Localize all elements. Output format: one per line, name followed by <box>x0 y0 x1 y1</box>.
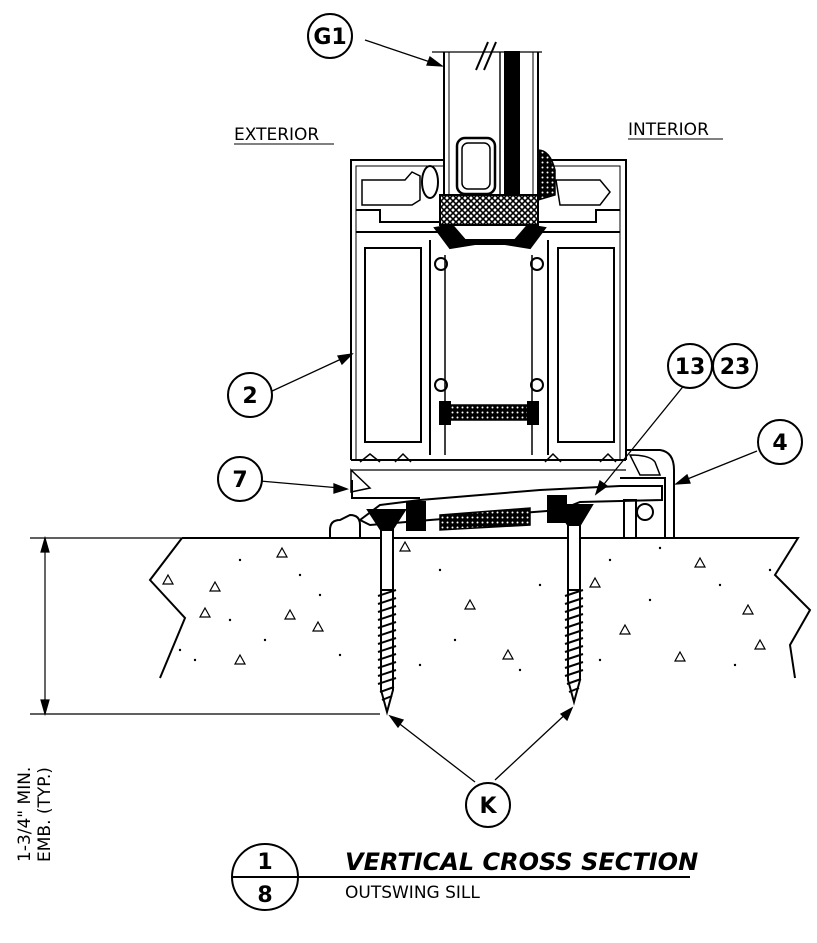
detail-title-block: 1 8 VERTICAL CROSS SECTION OUTSWING SILL <box>231 843 698 911</box>
exterior-label: EXTERIOR <box>234 125 319 145</box>
tag-4: 4 <box>757 419 803 465</box>
embedment-dimension <box>30 535 380 717</box>
interior-label: INTERIOR <box>628 120 709 140</box>
tag-k: K <box>465 782 511 828</box>
svg-text:13: 13 <box>675 355 706 380</box>
concrete-substrate <box>148 537 812 679</box>
svg-text:K: K <box>479 794 497 819</box>
detail-subtitle: OUTSWING SILL <box>345 883 480 903</box>
svg-text:2: 2 <box>242 384 257 409</box>
tag-23: 23 <box>712 343 758 389</box>
sheet-number: 8 <box>257 883 272 908</box>
embedment-note: 1-3/4" MIN. EMB. (TYP.) <box>15 767 55 862</box>
tag-13: 13 <box>667 343 713 389</box>
tag-g1: G1 <box>307 13 353 59</box>
svg-text:23: 23 <box>720 355 751 380</box>
detail-number: 1 <box>257 850 272 875</box>
detail-title: VERTICAL CROSS SECTION <box>345 848 698 876</box>
svg-text:7: 7 <box>232 468 247 493</box>
glass-unit <box>432 41 542 226</box>
svg-text:4: 4 <box>772 431 787 456</box>
tag-7: 7 <box>217 456 263 502</box>
svg-text:1-3/4" MIN.: 1-3/4" MIN. <box>15 767 35 862</box>
sill-frame <box>329 149 675 539</box>
anchor-screw-right <box>553 504 594 706</box>
svg-text:G1: G1 <box>313 25 346 50</box>
tag-2: 2 <box>227 372 273 418</box>
leader-lines <box>259 39 758 783</box>
anchor-screw-left <box>366 509 407 716</box>
svg-text:EMB. (TYP.): EMB. (TYP.) <box>35 767 55 862</box>
